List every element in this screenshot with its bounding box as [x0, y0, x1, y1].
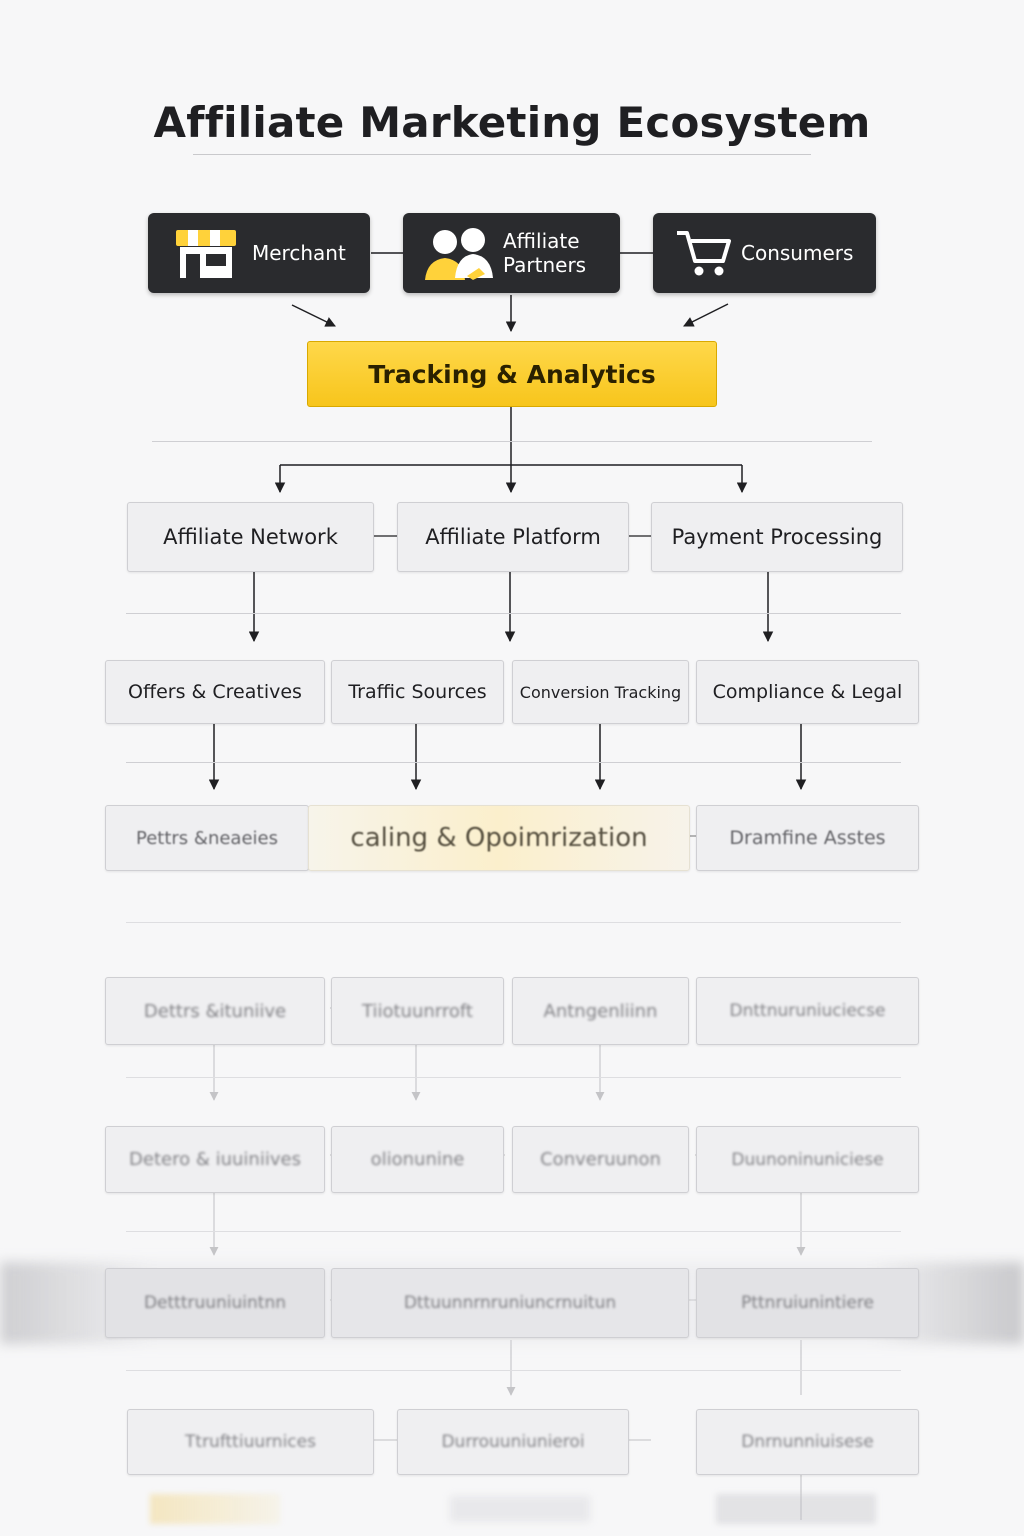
consumers-label: Consumers	[741, 241, 854, 265]
level5-label-3: Antngenliinn	[543, 1000, 658, 1022]
tracking-analytics-node[interactable]: Tracking & Analytics	[307, 341, 717, 407]
level6-node-4[interactable]: Duunoninuniciese	[696, 1126, 919, 1193]
merchant-label: Merchant	[252, 241, 346, 265]
title-underline	[193, 154, 811, 155]
level4-label-2: caling & Opoimrization	[350, 823, 648, 853]
people-icon	[423, 224, 497, 282]
level5-label-4: Dnttnuruniuciecse	[729, 1001, 886, 1021]
divider	[152, 441, 872, 442]
level6-label-2: olionunine	[370, 1149, 465, 1170]
level5-label-2: Tiiotuunrroft	[362, 1000, 473, 1022]
offers-creatives-node[interactable]: Offers & Creatives	[105, 660, 325, 724]
storefront-icon	[172, 226, 240, 280]
level6-label-4: Duunoninuniciese	[731, 1149, 884, 1170]
level4-node-3[interactable]: Dramfine Asstes	[696, 805, 919, 871]
level8-label-3: Dnrnunniuisese	[741, 1432, 874, 1452]
level4-label-1: Pettrs &neaeies	[136, 827, 278, 849]
faded-remnant-center	[450, 1496, 590, 1522]
level5-node-2[interactable]: Tiiotuunrroft	[331, 977, 504, 1045]
payment-processing-node[interactable]: Payment Processing	[651, 502, 903, 572]
level4-label-3: Dramfine Asstes	[729, 827, 886, 849]
level6-node-2[interactable]: olionunine	[331, 1126, 504, 1193]
faded-remnant-left	[150, 1494, 280, 1524]
level6-node-3[interactable]: Converuunon	[512, 1126, 689, 1193]
level8-node-3[interactable]: Dnrnunniuisese	[696, 1409, 919, 1475]
divider	[126, 1231, 901, 1232]
level7-label-3: Pttnruiunintiere	[741, 1293, 874, 1313]
level8-node-1[interactable]: Ttrufttiuurnices	[127, 1409, 374, 1475]
level8-label-1: Ttrufttiuurnices	[185, 1432, 316, 1452]
divider	[126, 1370, 901, 1371]
merchant-node[interactable]: Merchant	[148, 213, 370, 293]
level8-node-2[interactable]: Durrouuniunieroi	[397, 1409, 629, 1475]
cart-icon	[675, 227, 731, 279]
level5-node-1[interactable]: Dettrs &ituniive	[105, 977, 325, 1045]
level6-label-1: Detero & iuuiniives	[129, 1149, 301, 1170]
level4-node-1[interactable]: Pettrs &neaeies	[105, 805, 309, 871]
level7-node-2[interactable]: Dttuunnrnruniuncrnuitun	[331, 1268, 689, 1338]
consumers-node[interactable]: Consumers	[653, 213, 876, 293]
traffic-sources-node[interactable]: Traffic Sources	[331, 660, 504, 724]
level5-node-3[interactable]: Antngenliinn	[512, 977, 689, 1045]
level7-node-3[interactable]: Pttnruiunintiere	[696, 1268, 919, 1338]
divider	[126, 762, 901, 763]
level7-label-1: Detttruuniuintnn	[143, 1293, 287, 1313]
affiliate-partners-node[interactable]: Affiliate Partners	[403, 213, 620, 293]
level7-node-1[interactable]: Detttruuniuintnn	[105, 1268, 325, 1338]
affiliate-partners-label: Affiliate Partners	[503, 229, 587, 277]
scaling-optimization-node[interactable]: caling & Opoimrization	[308, 805, 690, 871]
faded-remnant-right	[716, 1494, 876, 1524]
arrow-merchant-tracking	[291, 304, 336, 327]
level8-label-2: Durrouuniunieroi	[441, 1432, 585, 1452]
level6-node-1[interactable]: Detero & iuuiniives	[105, 1126, 325, 1193]
level5-node-4[interactable]: Dnttnuruniuciecse	[696, 977, 919, 1045]
conversion-tracking-node[interactable]: Conversion Tracking	[512, 660, 689, 724]
divider	[126, 922, 901, 923]
divider	[126, 613, 901, 614]
page-title: Affiliate Marketing Ecosystem	[153, 98, 871, 147]
arrow-consumers-tracking	[683, 303, 729, 327]
level6-label-3: Converuunon	[540, 1149, 661, 1170]
divider	[126, 1077, 901, 1078]
affiliate-network-node[interactable]: Affiliate Network	[127, 502, 374, 572]
level7-label-2: Dttuunnrnruniuncrnuitun	[403, 1293, 617, 1313]
affiliate-platform-node[interactable]: Affiliate Platform	[397, 502, 629, 572]
level5-label-1: Dettrs &ituniive	[143, 1000, 287, 1022]
compliance-legal-node[interactable]: Compliance & Legal	[696, 660, 919, 724]
